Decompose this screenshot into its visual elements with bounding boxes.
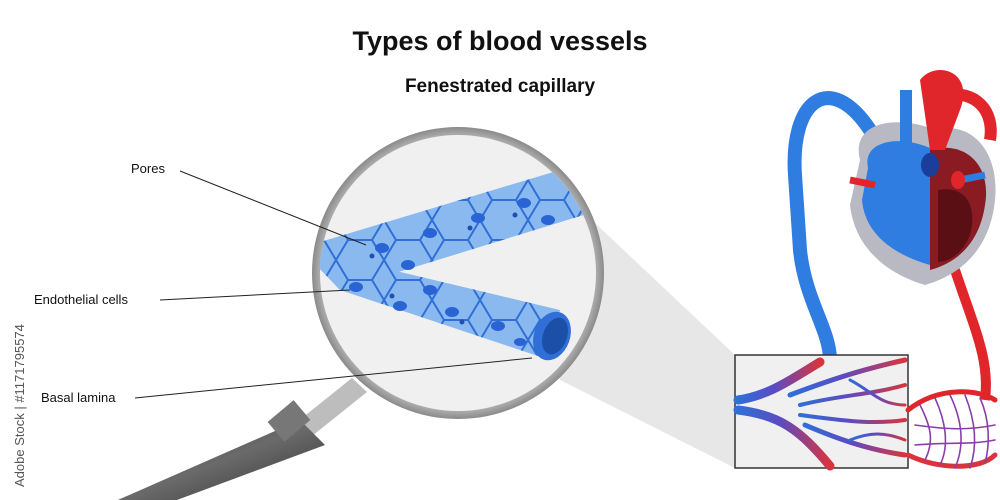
stock-id-text: Adobe Stock | #1171795574 [12, 324, 27, 487]
label-pores: Pores [131, 161, 165, 176]
capillary-tube [320, 170, 596, 361]
stock-id-watermark: Adobe Stock | #1171795574 [10, 262, 30, 492]
systemic-vessels [787, 91, 991, 401]
heart-illustration [849, 70, 997, 285]
capillary-bed-small [905, 389, 998, 469]
page-subtitle: Fenestrated capillary [404, 76, 596, 97]
magnifier-lens [312, 127, 604, 419]
label-basal-lamina: Basal lamina [41, 390, 116, 405]
zoom-cone [560, 190, 735, 468]
page-title: Types of blood vessels [352, 26, 648, 56]
label-endothelial-cells: Endothelial cells [34, 292, 128, 307]
capillary-bed-inset [733, 354, 909, 471]
leader-lines [134, 170, 533, 399]
magnifier-handle [117, 378, 367, 500]
